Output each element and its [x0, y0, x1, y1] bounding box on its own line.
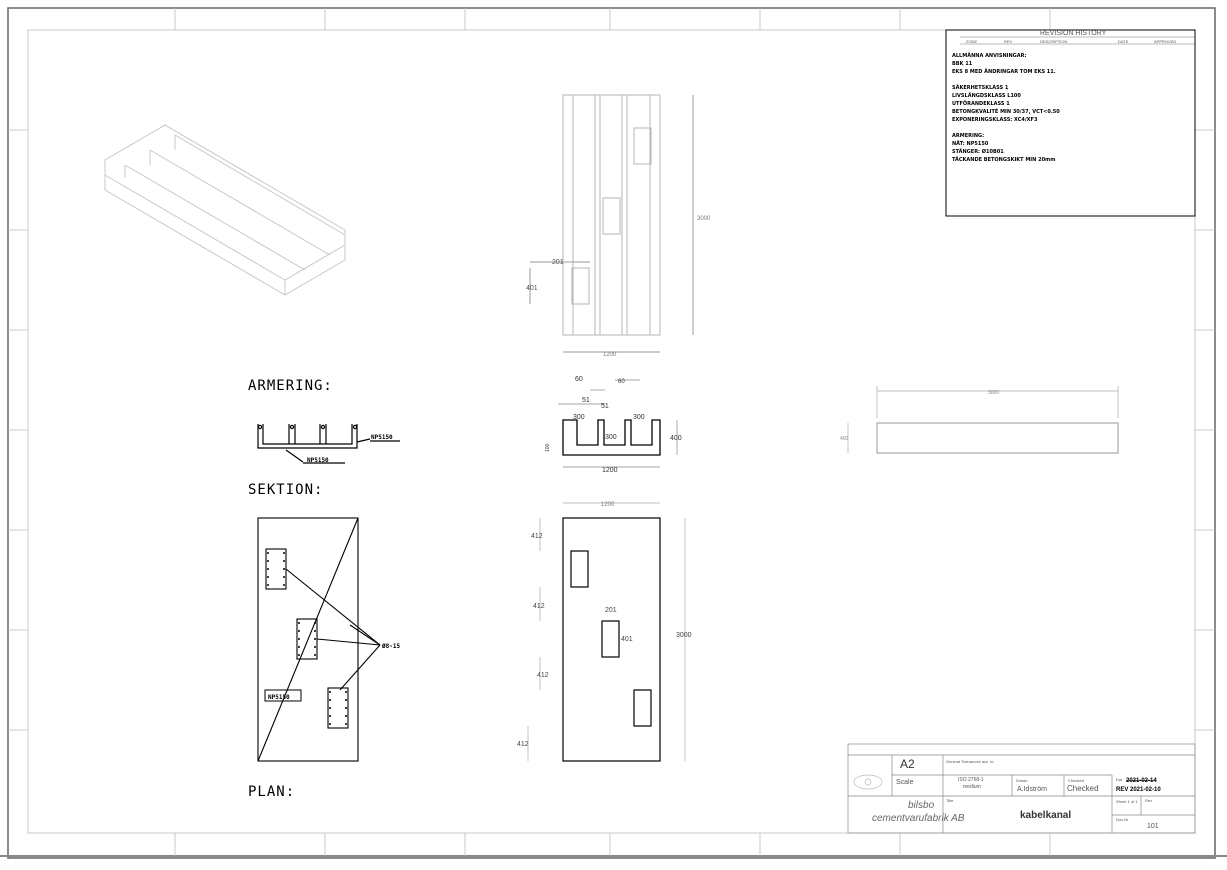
dim-sec-51b: 51: [601, 403, 609, 410]
callout-mesh-upper: NP5150: [371, 434, 393, 441]
section-label-armering: ARMERING:: [248, 378, 333, 394]
note-line: EXPONERINGSKLASS: XC4/XF3: [952, 117, 1038, 123]
drawn-label: Drawn: [1016, 778, 1028, 783]
iso-class: medium: [963, 784, 981, 790]
rev-label: Rev: [1145, 798, 1152, 803]
iso-standard: ISO 2768-1: [958, 777, 984, 783]
dim-elev-opening-h: 401: [526, 285, 538, 292]
revision-col-date: DATE: [1118, 39, 1129, 44]
sheet-size: A2: [900, 757, 915, 771]
front-elevation: [529, 94, 694, 353]
revision-col-zone: ZONE: [966, 39, 978, 44]
callout-mesh-lower: NP5150: [307, 457, 329, 464]
dim-sec-width: 1200: [602, 467, 618, 474]
title-label: Title: [946, 798, 954, 803]
section-view: [562, 419, 661, 456]
date-label: Dat: [1116, 777, 1123, 782]
dim-sec-300c: 300: [605, 434, 617, 441]
note-line: UTFÖRANDEKLASS 1: [952, 101, 1010, 107]
note-line: ARMERING:: [952, 133, 985, 139]
dim-elev-height: 3000: [697, 216, 711, 222]
notes-box: [945, 29, 1196, 217]
dim-plan-412d: 412: [517, 741, 529, 748]
section-label-plan: PLAN:: [248, 784, 296, 800]
tolerances-label: General Tolerances acc. to: [946, 759, 994, 764]
rebar-dots: [267, 552, 347, 725]
dim-sec-base: 100: [545, 443, 551, 452]
sheet-label: Sheet 1 of 1: [1116, 799, 1138, 804]
revision-date: REV 2021-02-10: [1116, 787, 1161, 793]
plan-view: [562, 517, 661, 762]
note-line: BETONGKVALITÉ MIN 30/37, VCT<0.50: [952, 109, 1060, 115]
note-line: LIVSLÄNGDSKLASS L100: [952, 93, 1021, 99]
drawn-by: A.Idström: [1017, 786, 1047, 793]
note-line: BBK 11: [952, 61, 973, 67]
scale-label: Scale: [896, 779, 914, 786]
dim-sec-300a: 300: [573, 414, 585, 421]
note-line: EKS 8 MED ÄNDRINGAR TOM EKS 11.: [952, 69, 1056, 75]
dim-plan-201: 201: [605, 607, 617, 614]
dim-sec-300b: 300: [633, 414, 645, 421]
plan-dimension-lines: [527, 502, 686, 761]
callout-mesh-plan: NP5150: [268, 694, 290, 701]
dim-plan-height: 3000: [676, 632, 692, 639]
dim-plan-401: 401: [621, 636, 633, 643]
dim-plan-width: 1200: [601, 502, 615, 508]
dim-sec-height: 400: [670, 435, 682, 442]
sheet-frame: [0, 7, 1227, 859]
note-line: ALLMÄNNA ANVISNINGAR:: [952, 53, 1027, 59]
isometric-view: [104, 124, 346, 296]
doc-number: 101: [1147, 823, 1159, 830]
dim-plan-412a: 412: [531, 533, 543, 540]
dim-plan-412c: 412: [537, 672, 549, 679]
section-dimension-lines: [558, 379, 678, 468]
dim-side-length: 3000: [988, 390, 999, 396]
reinforcement-plan: [257, 517, 381, 762]
note-line: NÄT: NP5150: [952, 141, 989, 147]
callout-bar: Ø8-15: [381, 643, 400, 650]
title-block: [847, 743, 1196, 834]
checked-label: Checked: [1068, 778, 1084, 783]
armering-detail: [257, 424, 400, 464]
section-label-sektion: SEKTION:: [248, 482, 324, 498]
note-line: SÄKERHETSKLASS 1: [952, 85, 1009, 91]
drawing-title: kabelkanal: [1020, 810, 1071, 821]
doc-label: Doc.Nr: [1116, 817, 1129, 822]
side-view: [847, 386, 1119, 454]
revision-col-rev: REV: [1004, 39, 1013, 44]
dim-side-height: 400: [840, 436, 849, 442]
revision-col-description: DESCRIPTION: [1040, 39, 1068, 44]
dim-sec-top: 60: [575, 376, 583, 383]
checked-by: Checked: [1067, 784, 1099, 793]
date-value: 2021-02-14: [1126, 778, 1157, 784]
note-line: TÄCKANDE BETONGSKIKT MIN 20mm: [952, 157, 1056, 163]
dim-plan-412b: 412: [533, 603, 545, 610]
dim-elev-width: 1200: [603, 352, 617, 358]
dim-elev-opening-w: 201: [552, 259, 564, 266]
company-name-1: bilsbo: [908, 800, 935, 811]
revision-history-title: REVISION HISTORY: [1040, 30, 1107, 37]
dim-sec-top2: 60: [618, 379, 625, 385]
dim-sec-51a: 51: [582, 397, 590, 404]
general-notes: ALLMÄNNA ANVISNINGAR: BBK 11 EKS 8 MED Ä…: [952, 52, 1188, 164]
company-name-2: cementvarufabrik AB: [872, 813, 965, 824]
revision-col-approved: APPROVED: [1154, 39, 1177, 44]
note-line: STÄNGER: Ø10B01: [952, 149, 1004, 155]
